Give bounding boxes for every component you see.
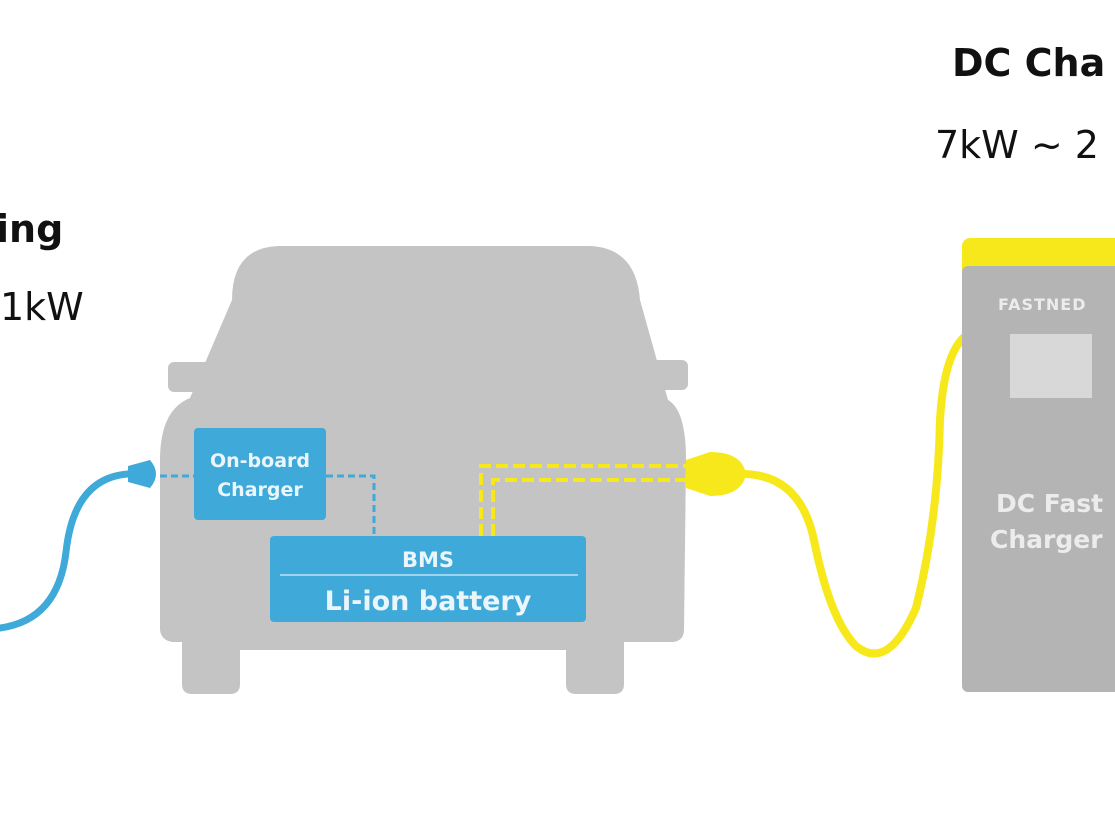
charger-brand: FASTNED <box>998 295 1087 314</box>
ac-plug <box>128 460 156 488</box>
charger-name-line1: DC Fast <box>996 489 1103 518</box>
onboard-charger-line2: Charger <box>217 479 303 501</box>
dc-fast-charger: FASTNED DC Fast Charger <box>962 238 1115 692</box>
dc-charging-power: 7kW ~ 2 <box>935 123 1099 167</box>
battery-box: BMS Li-ion battery <box>270 536 586 622</box>
ac-charging-power: 1kW <box>0 285 84 329</box>
dc-charging-title: DC Cha <box>952 41 1106 85</box>
onboard-charger-line1: On-board <box>210 450 310 472</box>
ac-charging-title: ing <box>0 207 64 251</box>
ac-internal-wiring <box>160 474 376 536</box>
battery-label: Li-ion battery <box>325 586 532 617</box>
charger-name-line2: Charger <box>990 525 1103 554</box>
dc-cable <box>738 330 972 658</box>
dc-internal-wiring <box>479 464 700 536</box>
dc-plug <box>686 452 746 496</box>
bms-label: BMS <box>402 548 454 572</box>
charger-screen <box>1010 334 1092 398</box>
onboard-charger-box: On-board Charger <box>194 428 326 520</box>
ac-cable <box>0 470 132 632</box>
